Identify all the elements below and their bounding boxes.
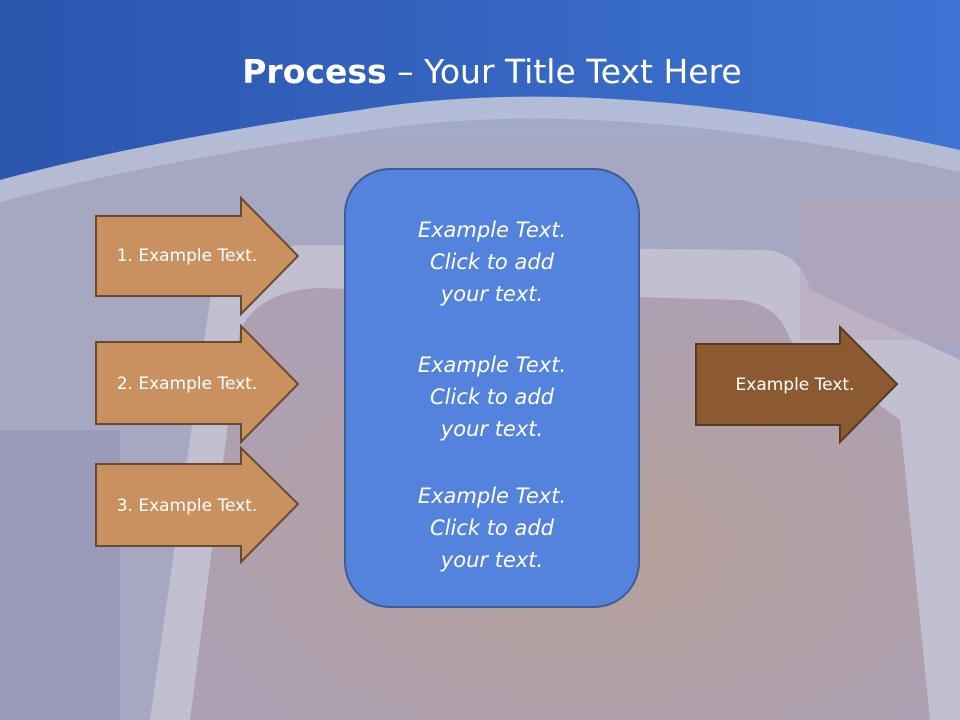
paragraph-line: Click to add [429,250,554,274]
step-label: 2. Example Text. [116,374,258,394]
paragraph-line: Example Text. [417,484,567,508]
step-arrow-2[interactable]: 2. Example Text. [95,323,300,445]
paragraph-line: your text. [440,282,544,306]
title-rest: – Your Title Text Here [386,52,742,91]
result-arrow[interactable]: Example Text. [695,324,900,445]
paragraph-line: Example Text. [417,218,567,242]
step-arrow-3[interactable]: 3. Example Text. [95,445,300,565]
step-label: 1. Example Text. [116,246,258,266]
paragraph-1: Example Text. Click to add your text. [346,214,638,310]
step-arrow-1[interactable]: 1. Example Text. [95,195,300,317]
paragraph-line: your text. [440,548,544,572]
paragraph-2: Example Text. Click to add your text. [346,349,638,445]
arrow-shape [695,324,899,445]
slide-title: Process – Your Title Text Here [0,52,960,91]
paragraph-3: Example Text. Click to add your text. [346,480,638,576]
arrow-shape [95,445,300,565]
result-label: Example Text. [735,375,855,395]
step-label: 3. Example Text. [116,496,258,516]
paragraph-line: your text. [440,417,544,441]
title-bold: Process [242,52,387,91]
paragraph-line: Click to add [429,516,554,540]
center-text-box[interactable]: Example Text. Click to add your text. Ex… [344,168,640,608]
paragraph-line: Example Text. [417,353,567,377]
paragraph-line: Click to add [429,385,554,409]
arrow-shape [95,323,300,445]
arrow-shape [95,195,300,317]
